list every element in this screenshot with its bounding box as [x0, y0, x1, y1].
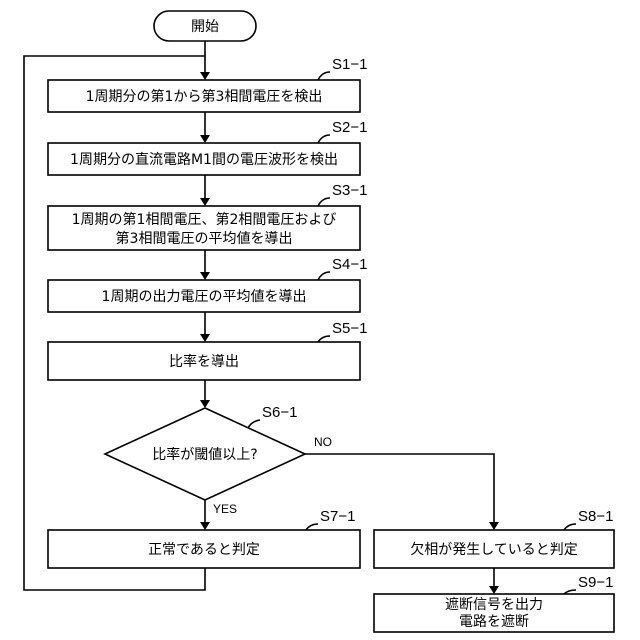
- decision-text-s6: 比率が閾値以上?: [152, 446, 257, 463]
- label-leader-s5: [318, 336, 330, 342]
- arrowhead-s5: [200, 334, 210, 342]
- branch-yes-label: YES: [213, 502, 237, 516]
- step-label-s4: S4−1: [332, 256, 367, 273]
- step-label-s7: S7−1: [320, 508, 355, 525]
- process-text-s9-line2: 電路を遮断: [459, 614, 529, 630]
- step-label-s3: S3−1: [332, 182, 367, 199]
- step-label-s5: S5−1: [332, 320, 367, 337]
- label-leader-s2: [318, 135, 330, 143]
- process-text-s8: 欠相が発生していると判定: [410, 542, 578, 558]
- label-leader-s4: [318, 272, 330, 280]
- arrowhead-s6: [200, 400, 210, 408]
- arrowhead-s2: [200, 135, 210, 143]
- process-text-s3-line1: 1周期の第1相間電圧、第2相間電圧および: [72, 211, 337, 228]
- arrowhead-s3: [200, 198, 210, 206]
- loop-back-s7-to-s1: [24, 56, 205, 590]
- label-leader-s7: [306, 524, 318, 530]
- label-leader-s3: [318, 198, 330, 206]
- branch-no-label: NO: [314, 435, 332, 449]
- label-leader-s8: [564, 524, 576, 530]
- arrowhead-s8: [489, 522, 499, 530]
- process-text-s9-line1: 遮断信号を出力: [445, 597, 543, 613]
- arrowhead-s1: [200, 72, 210, 80]
- step-label-s1: S1−1: [332, 56, 367, 73]
- process-text-s4: 1周期の出力電圧の平均値を導出: [102, 289, 307, 305]
- process-text-s3-line2: 第3相間電圧の平均値を導出: [116, 230, 293, 247]
- arrowhead-s7: [200, 522, 210, 530]
- process-text-s1: 1周期分の第1から第3相間電圧を検出: [86, 88, 323, 105]
- arrowhead-s9: [489, 586, 499, 594]
- arrowhead-s4: [200, 272, 210, 280]
- step-label-s2: S2−1: [332, 119, 367, 136]
- start-label: 開始: [191, 19, 219, 35]
- process-text-s7: 正常であると判定: [148, 542, 260, 558]
- step-label-s6: S6−1: [262, 404, 297, 421]
- process-text-s5: 比率を導出: [169, 353, 239, 370]
- process-text-s2: 1周期分の直流電路M1間の電圧波形を検出: [70, 151, 338, 168]
- label-leader-s6: [248, 420, 260, 428]
- step-label-s9: S9−1: [578, 574, 613, 591]
- step-label-s8: S8−1: [578, 508, 613, 525]
- label-leader-s1: [318, 72, 330, 80]
